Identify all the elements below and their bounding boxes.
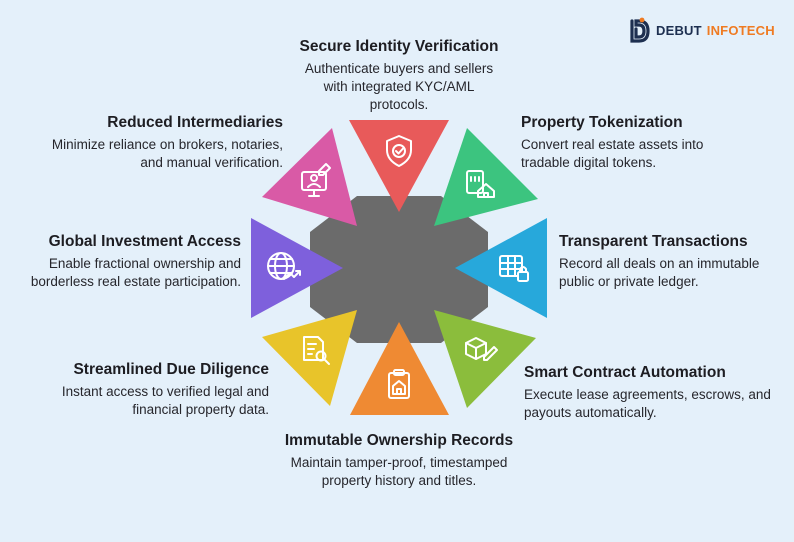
title-smart-contract: Smart Contract Automation xyxy=(524,364,726,381)
segment-secure-identity xyxy=(349,120,449,212)
tokenized-building-icon xyxy=(466,170,495,198)
block-property-tokenization: Property Tokenization Convert real estat… xyxy=(521,113,721,172)
segment-smart-contract xyxy=(434,310,536,408)
segment-due-diligence xyxy=(262,310,357,406)
segment-property-tokenization xyxy=(434,128,538,226)
segment-immutable-ownership xyxy=(350,322,449,415)
title-immutable-ownership: Immutable Ownership Records xyxy=(284,432,514,449)
block-global-investment: Global Investment Access Enable fraction… xyxy=(6,232,241,291)
logo-text-debut: DEBUT xyxy=(656,22,702,38)
triangle-immutable-ownership xyxy=(350,322,449,415)
triangle-due-diligence xyxy=(262,310,357,406)
desc-property-tokenization: Convert real estate assets into tradable… xyxy=(521,137,704,170)
title-global-investment: Global Investment Access xyxy=(48,233,241,250)
block-due-diligence: Streamlined Due Diligence Instant access… xyxy=(14,360,269,419)
center-octagon xyxy=(310,196,488,343)
globe-growth-icon xyxy=(267,252,301,280)
brand-logo[interactable]: DEBUT INFOTECH xyxy=(628,16,775,44)
desc-smart-contract: Execute lease agreements, escrows, and p… xyxy=(524,387,771,420)
block-secure-identity: Secure Identity Verification Authenticat… xyxy=(259,37,539,114)
desc-due-diligence: Instant access to verified legal and fin… xyxy=(61,384,269,417)
desc-reduced-intermediaries: Minimize reliance on brokers, notaries, … xyxy=(51,137,283,170)
desc-global-investment: Enable fractional ownership and borderle… xyxy=(30,256,241,289)
desc-immutable-ownership: Maintain tamper-proof, timestamped prope… xyxy=(290,455,508,488)
desc-transparent-transactions: Record all deals on an immutable public … xyxy=(559,256,760,289)
contract-box-icon xyxy=(465,337,498,361)
segment-transparent-transactions xyxy=(455,218,547,318)
document-search-icon xyxy=(303,336,330,365)
title-due-diligence: Streamlined Due Diligence xyxy=(73,361,269,378)
block-smart-contract: Smart Contract Automation Execute lease … xyxy=(524,363,784,422)
block-transparent-transactions: Transparent Transactions Record all deal… xyxy=(559,232,779,291)
block-reduced-intermediaries: Reduced Intermediaries Minimize reliance… xyxy=(38,113,283,172)
title-secure-identity: Secure Identity Verification xyxy=(299,38,499,55)
secure-ledger-icon xyxy=(499,255,529,282)
monitor-user-icon xyxy=(301,163,331,197)
segment-reduced-intermediaries xyxy=(262,128,357,226)
block-immutable-ownership: Immutable Ownership Records Maintain tam… xyxy=(249,431,549,490)
title-reduced-intermediaries: Reduced Intermediaries xyxy=(107,114,283,131)
clipboard-home-icon xyxy=(388,369,410,399)
debut-logo-icon xyxy=(630,17,650,43)
triangle-global-investment xyxy=(251,218,343,318)
title-transparent-transactions: Transparent Transactions xyxy=(559,233,748,250)
logo-text-infotech: INFOTECH xyxy=(706,22,775,38)
title-property-tokenization: Property Tokenization xyxy=(521,114,683,131)
desc-secure-identity: Authenticate buyers and sellers with int… xyxy=(304,61,494,112)
triangle-reduced-intermediaries xyxy=(262,128,357,226)
triangle-property-tokenization xyxy=(434,128,538,226)
shield-check-icon xyxy=(386,135,412,167)
segment-global-investment xyxy=(251,218,343,318)
